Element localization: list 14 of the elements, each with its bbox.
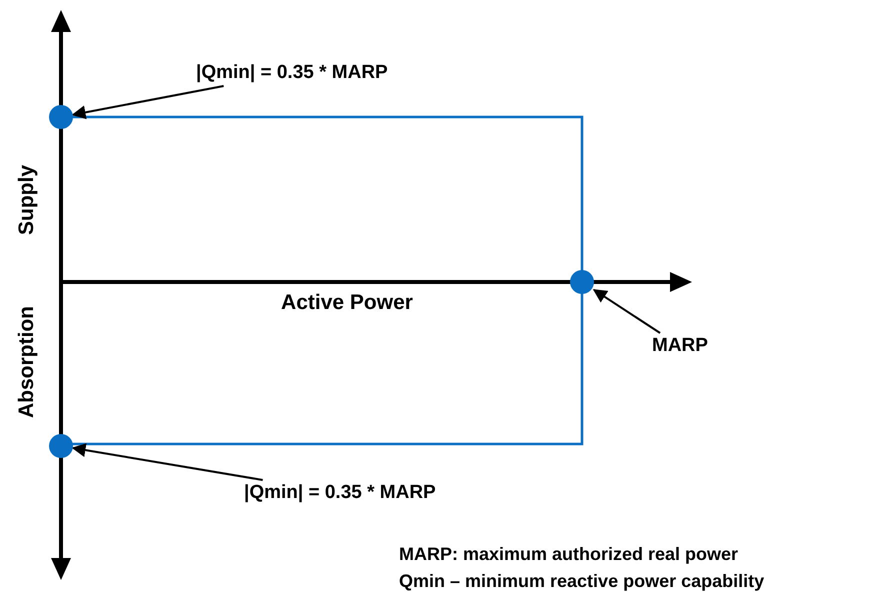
callout-text: MARP: [648, 333, 712, 359]
legend-note: MARP: maximum authorized real power: [399, 544, 738, 565]
axis-label: Active Power: [281, 291, 413, 315]
callout-text: |Qmin| = 0.35 * MARP: [240, 480, 440, 506]
leader-arrow: [592, 289, 661, 334]
axis-label: Supply: [15, 165, 39, 235]
point-dot: [570, 270, 594, 294]
point-dot: [49, 434, 73, 458]
leader-arrow: [72, 85, 224, 120]
point-dot: [49, 105, 73, 129]
axis-label: Absorption: [15, 306, 39, 418]
callout-text: |Qmin| = 0.35 * MARP: [192, 60, 392, 86]
leader-arrow: [72, 443, 263, 481]
legend-note: Qmin – minimum reactive power capability: [399, 571, 764, 592]
